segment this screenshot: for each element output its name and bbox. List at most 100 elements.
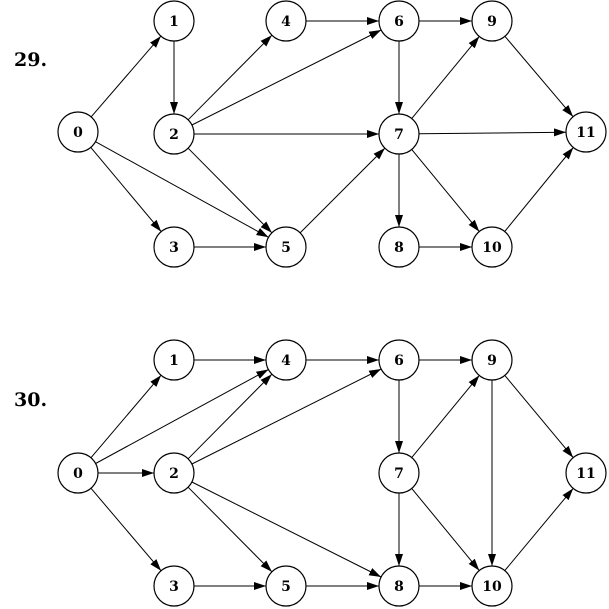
node-circle: [153, 452, 195, 494]
node-2: 2: [153, 452, 195, 494]
node-3: 3: [153, 565, 195, 607]
node-label: 8: [394, 579, 404, 595]
node-circle: [565, 452, 607, 494]
edge-9-11: [504, 35, 574, 118]
node-10: 10: [471, 565, 513, 607]
node-label: 8: [394, 240, 404, 256]
node-label: 11: [576, 466, 595, 482]
node-11: 11: [565, 452, 607, 494]
edge-7-9: [411, 375, 480, 458]
nodes-29: 0 1 2 3 4 5 6 7 8 9 10 11: [57, 0, 607, 268]
graph-29: 29. 0 1 2 3 4 5 6 7 8 9 10 11: [14, 0, 607, 268]
edge-2-5: [187, 147, 273, 234]
node-7: 7: [378, 113, 420, 155]
node-label: 0: [73, 466, 83, 482]
node-7: 7: [378, 452, 420, 494]
node-circle: [471, 565, 513, 607]
node-label: 1: [169, 353, 179, 369]
node-label: 5: [281, 240, 291, 256]
node-circle: [153, 113, 195, 155]
node-circle: [378, 113, 420, 155]
node-circle: [57, 452, 99, 494]
node-label: 6: [394, 353, 404, 369]
node-5: 5: [265, 565, 307, 607]
node-9: 9: [471, 0, 513, 42]
node-circle: [471, 0, 513, 42]
problem-label-29: 29.: [14, 49, 47, 71]
edge-2-4: [187, 34, 273, 121]
node-circle: [153, 339, 195, 381]
edge-7-11: [418, 128, 567, 137]
node-5: 5: [265, 226, 307, 268]
edge-5-7: [299, 147, 386, 234]
node-label: 2: [169, 466, 179, 482]
node-10: 10: [471, 226, 513, 268]
node-9: 9: [471, 339, 513, 381]
edge-2-8: [191, 481, 382, 578]
node-11: 11: [565, 111, 607, 153]
node-label: 9: [487, 14, 497, 30]
node-circle: [378, 452, 420, 494]
edge-10-11: [504, 147, 574, 232]
node-4: 4: [265, 339, 307, 381]
node-circle: [265, 565, 307, 607]
edge-0-3: [90, 487, 162, 572]
node-circle: [57, 111, 99, 153]
node-circle: [153, 0, 195, 42]
node-circle: [153, 565, 195, 607]
node-label: 3: [169, 579, 179, 595]
node-8: 8: [378, 565, 420, 607]
node-label: 3: [169, 240, 179, 256]
edge-2-4: [187, 373, 273, 460]
edge-7-10: [411, 488, 480, 571]
node-label: 9: [487, 353, 497, 369]
node-label: 7: [394, 466, 404, 482]
node-circle: [565, 111, 607, 153]
problem-label-30: 30.: [14, 389, 47, 411]
node-label: 10: [482, 240, 502, 256]
node-label: 1: [169, 14, 179, 30]
edge-2-6: [191, 29, 382, 126]
node-1: 1: [153, 0, 195, 42]
edge-0-1: [90, 35, 162, 118]
nodes-30: 0 1 2 3 4 5 6 7 8 9 10 11: [57, 339, 607, 607]
node-6: 6: [378, 339, 420, 381]
edge-0-3: [90, 147, 162, 232]
node-0: 0: [57, 111, 99, 153]
graph-30: 30. 0 1 2 3 4 5 6 7 8 9 10 11: [14, 339, 607, 607]
edge-0-4: [95, 369, 269, 464]
node-circle: [265, 339, 307, 381]
node-4: 4: [265, 0, 307, 42]
node-8: 8: [378, 226, 420, 268]
node-circle: [378, 0, 420, 42]
node-6: 6: [378, 0, 420, 42]
node-label: 4: [281, 353, 291, 369]
edges-30: [90, 356, 574, 590]
node-circle: [265, 0, 307, 42]
node-label: 2: [169, 127, 179, 143]
node-circle: [378, 565, 420, 607]
edge-9-11: [504, 375, 574, 458]
edge-2-5: [187, 486, 273, 573]
edge-7-9: [411, 36, 480, 119]
node-circle: [378, 226, 420, 268]
node-label: 5: [281, 579, 291, 595]
edge-10-11: [504, 488, 574, 571]
node-label: 11: [576, 125, 595, 141]
node-3: 3: [153, 226, 195, 268]
edge-2-6: [191, 368, 382, 465]
edge-0-1: [90, 374, 162, 459]
node-circle: [153, 226, 195, 268]
node-0: 0: [57, 452, 99, 494]
node-circle: [471, 226, 513, 268]
node-label: 10: [482, 579, 502, 595]
node-circle: [265, 226, 307, 268]
node-2: 2: [153, 113, 195, 155]
node-circle: [471, 339, 513, 381]
edges-29: [90, 17, 574, 251]
node-label: 6: [394, 14, 404, 30]
edge-7-10: [411, 149, 480, 232]
node-label: 4: [281, 14, 291, 30]
node-1: 1: [153, 339, 195, 381]
